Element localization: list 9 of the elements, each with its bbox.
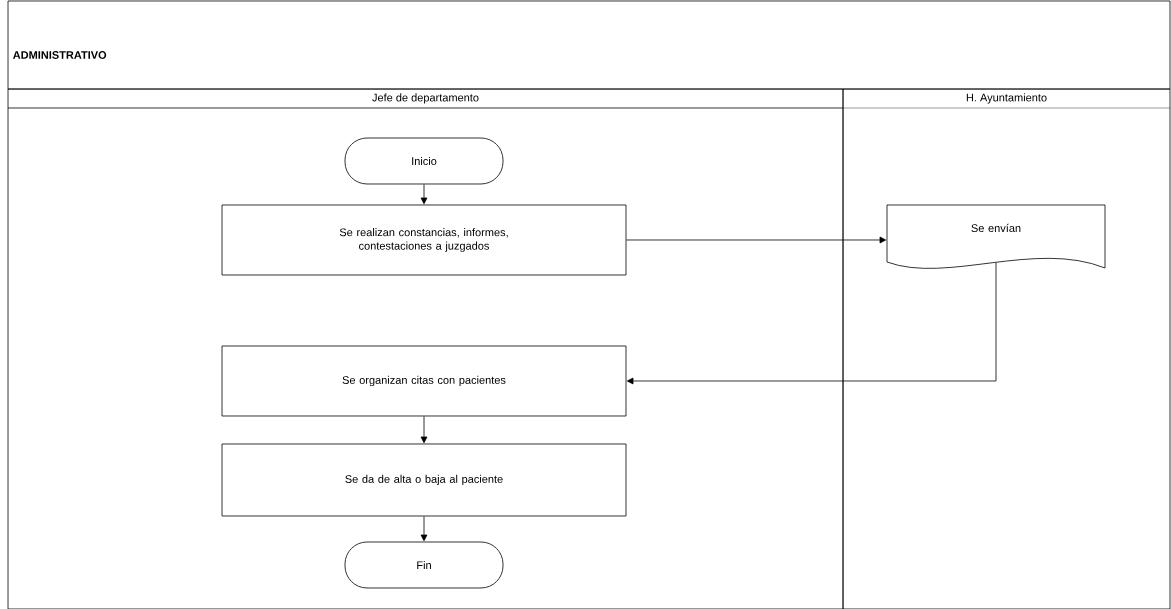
arrow (626, 236, 887, 244)
arrow (420, 516, 428, 542)
process-box: Se organizan citas con pacientes (221, 345, 627, 417)
process-box: Se realizan constancias, informes, contestaciones a juzgados (221, 204, 627, 276)
arrow (420, 184, 428, 205)
title-band: ADMINISTRATIVO (7, 0, 1171, 90)
arrow (420, 416, 428, 444)
arrow (626, 262, 997, 385)
process-box: Se da de alta o baja al paciente (221, 443, 627, 517)
